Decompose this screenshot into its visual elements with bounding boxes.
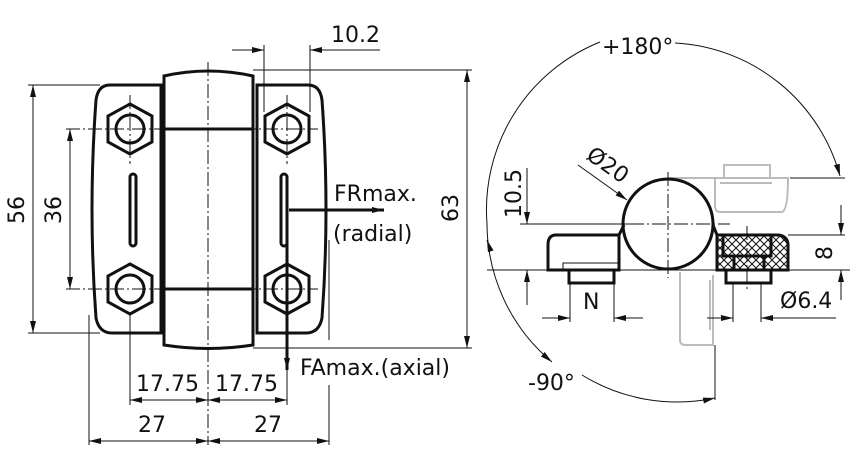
dim-63: 63 bbox=[439, 194, 464, 222]
dim-diameter-6-4: Ø6.4 bbox=[780, 289, 832, 314]
axial-force-label: FAmax.(axial) bbox=[300, 356, 450, 381]
angle-minus-90: -90° bbox=[528, 371, 575, 396]
right-plate-hatched bbox=[715, 233, 790, 272]
front-view: 10.2 63 56 36 17.75 17.75 27 27 FRmax. (… bbox=[5, 23, 472, 445]
dim-nut-n: N bbox=[583, 290, 599, 315]
dim-8: 8 bbox=[813, 246, 838, 260]
dim-17-75-left: 17.75 bbox=[136, 372, 199, 397]
barrel bbox=[162, 69, 255, 350]
angle-plus-180: +180° bbox=[602, 35, 673, 60]
dim-diameter-20: Ø20 bbox=[582, 142, 633, 188]
right-leaf bbox=[255, 83, 328, 335]
nut-left bbox=[567, 268, 616, 285]
rotation-arc bbox=[485, 41, 601, 363]
dim-10-2: 10.2 bbox=[331, 23, 380, 48]
dim-27-right: 27 bbox=[254, 413, 282, 438]
dim-36: 36 bbox=[42, 196, 67, 224]
dim-27-left: 27 bbox=[138, 413, 166, 438]
left-plate bbox=[546, 233, 621, 272]
radial-force-label: FRmax. bbox=[334, 182, 417, 207]
slot-right bbox=[279, 172, 289, 248]
side-view: +180° -90° Ø20 10.5 8 N Ø6.4 bbox=[485, 35, 850, 404]
dim-10-5: 10.5 bbox=[502, 169, 527, 218]
radial-force-sublabel: (radial) bbox=[333, 222, 412, 247]
dim-56: 56 bbox=[5, 196, 30, 224]
slot-left bbox=[128, 172, 138, 248]
dim-17-75-right: 17.75 bbox=[215, 372, 278, 397]
ghost-open-position bbox=[670, 164, 790, 346]
left-leaf bbox=[90, 83, 163, 335]
